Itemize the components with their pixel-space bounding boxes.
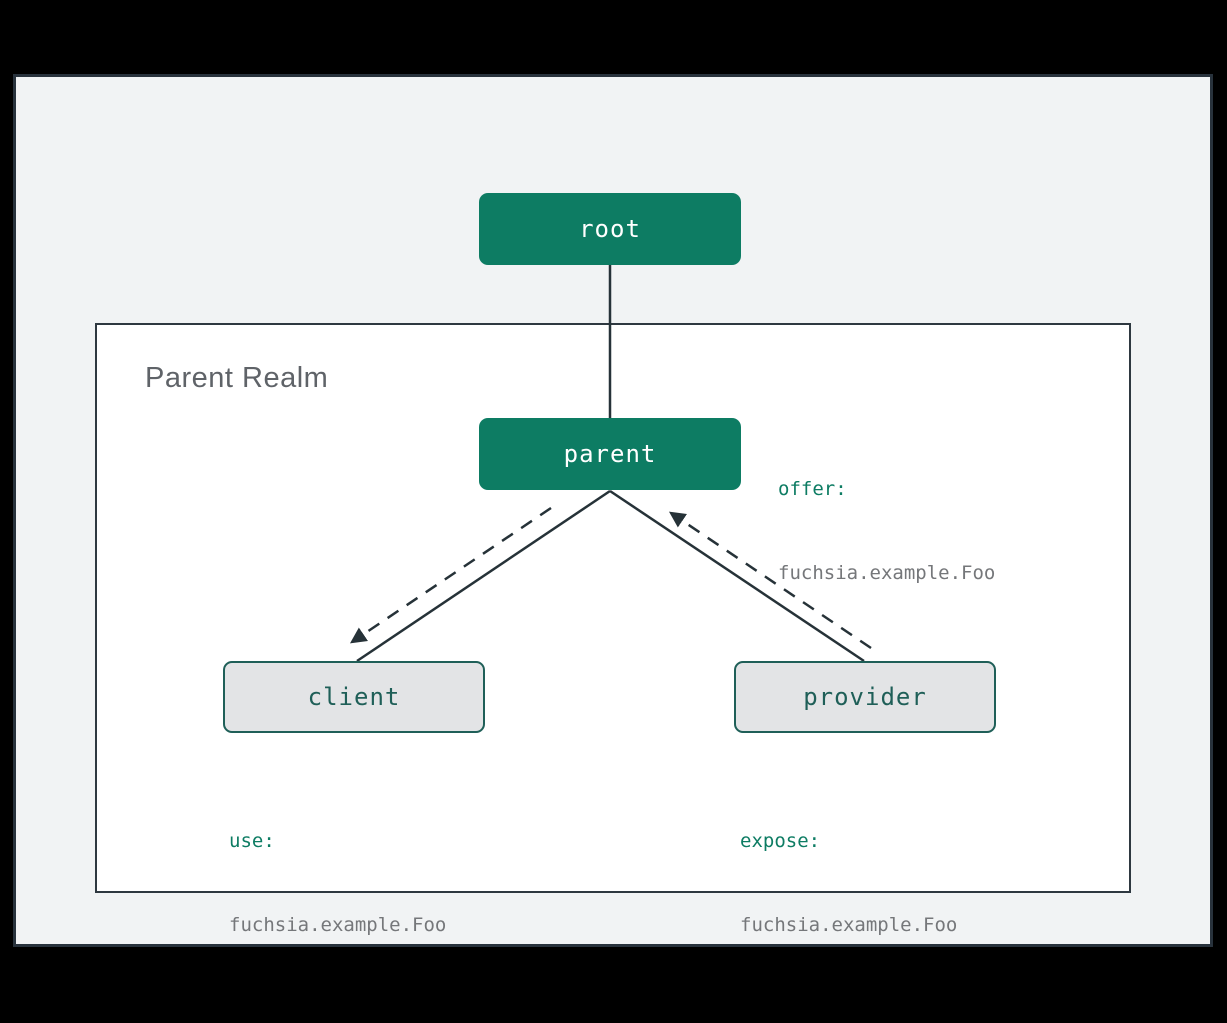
annotation-expose-keyword: expose: [740, 830, 821, 852]
annotation-use: use: fuchsia.example.Foo [229, 771, 446, 995]
node-provider-label: provider [803, 683, 927, 711]
annotation-offer-value: fuchsia.example.Foo [778, 562, 996, 584]
node-client-label: client [307, 683, 401, 711]
node-root-label: root [579, 215, 641, 243]
node-provider: provider [734, 661, 996, 733]
annotation-offer-keyword: offer: [778, 478, 847, 500]
annotation-use-value: fuchsia.example.Foo [229, 914, 447, 936]
annotation-use-keyword: use: [229, 830, 275, 852]
node-root: root [479, 193, 741, 265]
annotation-offer: offer: fuchsia.example.Foo [778, 419, 995, 643]
node-client: client [223, 661, 485, 733]
parent-realm-title: Parent Realm [145, 362, 329, 394]
node-parent: parent [479, 418, 741, 490]
node-parent-label: parent [563, 440, 657, 468]
annotation-expose-value: fuchsia.example.Foo [740, 914, 958, 936]
annotation-expose: expose: fuchsia.example.Foo [740, 771, 957, 995]
